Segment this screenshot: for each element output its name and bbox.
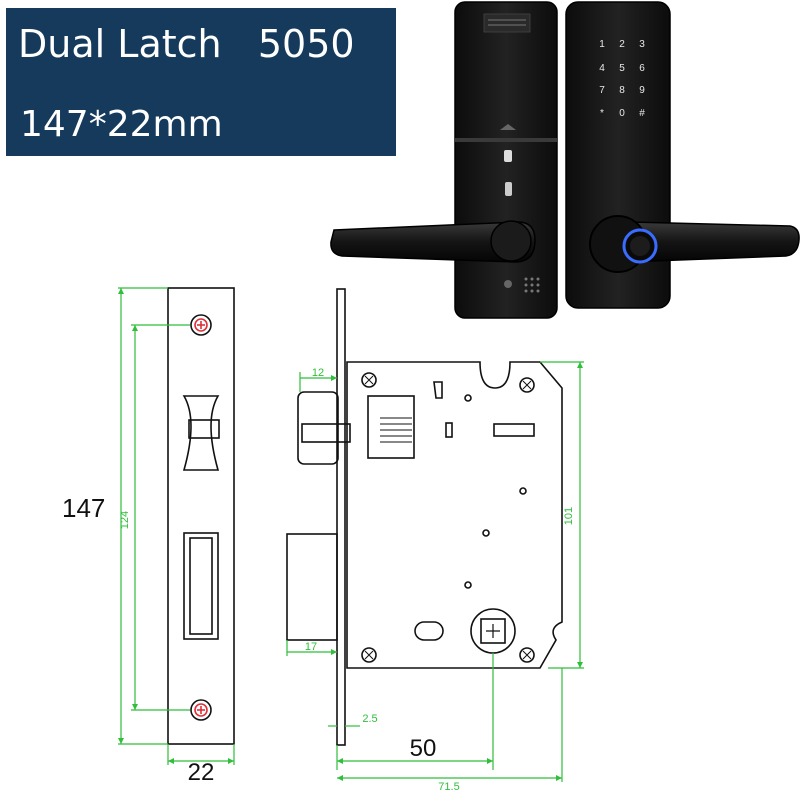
keypad-key: 9 [639,85,645,96]
outer-panel: 1 2 3 4 5 6 7 8 9 * 0 # [565,1,800,309]
keypad-key: 4 [599,63,605,74]
speaker-grille [524,277,540,293]
keypad-key: * [600,108,604,119]
faceplate-drawing [167,287,235,745]
banner-title: Dual Latch 5050 [18,22,355,66]
dim-17-label: 17 [305,641,317,653]
inner-handle [330,221,536,263]
lock-body-drawing [286,288,563,746]
dim-101-label: 101 [563,507,575,525]
title-banner: Dual Latch 5050 147*22mm [6,8,396,156]
dim-2.5-label: 2.5 [362,713,377,725]
keypad-key: 3 [639,39,645,50]
dim-147-label: 147 [62,493,105,523]
dim-50-label: 50 [410,735,437,762]
keypad-key: 6 [639,63,645,74]
keypad-key: 7 [599,85,605,96]
keypad-key: 5 [619,63,625,74]
screw-icon [504,280,512,288]
keypad-key: # [639,108,645,119]
banner-size: 147*22mm [20,104,223,145]
keypad-key: 2 [619,39,625,50]
dim-71.5-label: 71.5 [438,781,459,793]
toggle-switch [505,182,512,196]
keypad-key: 0 [619,108,625,119]
smart-lock-photo: 1 2 3 4 5 6 7 8 9 * 0 # [330,1,800,319]
lock-icon [504,150,512,162]
keypad: 1 2 3 4 5 6 7 8 9 * 0 # [599,39,645,119]
dimension-arrows [118,288,583,781]
inner-panel [330,1,558,319]
dimension-lines [118,287,584,782]
keypad-key: 8 [619,85,625,96]
outer-handle [625,221,800,263]
dim-124-label: 124 [119,511,131,529]
dim-22-label: 22 [188,759,215,786]
dim-12-label: 12 [312,367,324,379]
keypad-key: 1 [599,39,605,50]
